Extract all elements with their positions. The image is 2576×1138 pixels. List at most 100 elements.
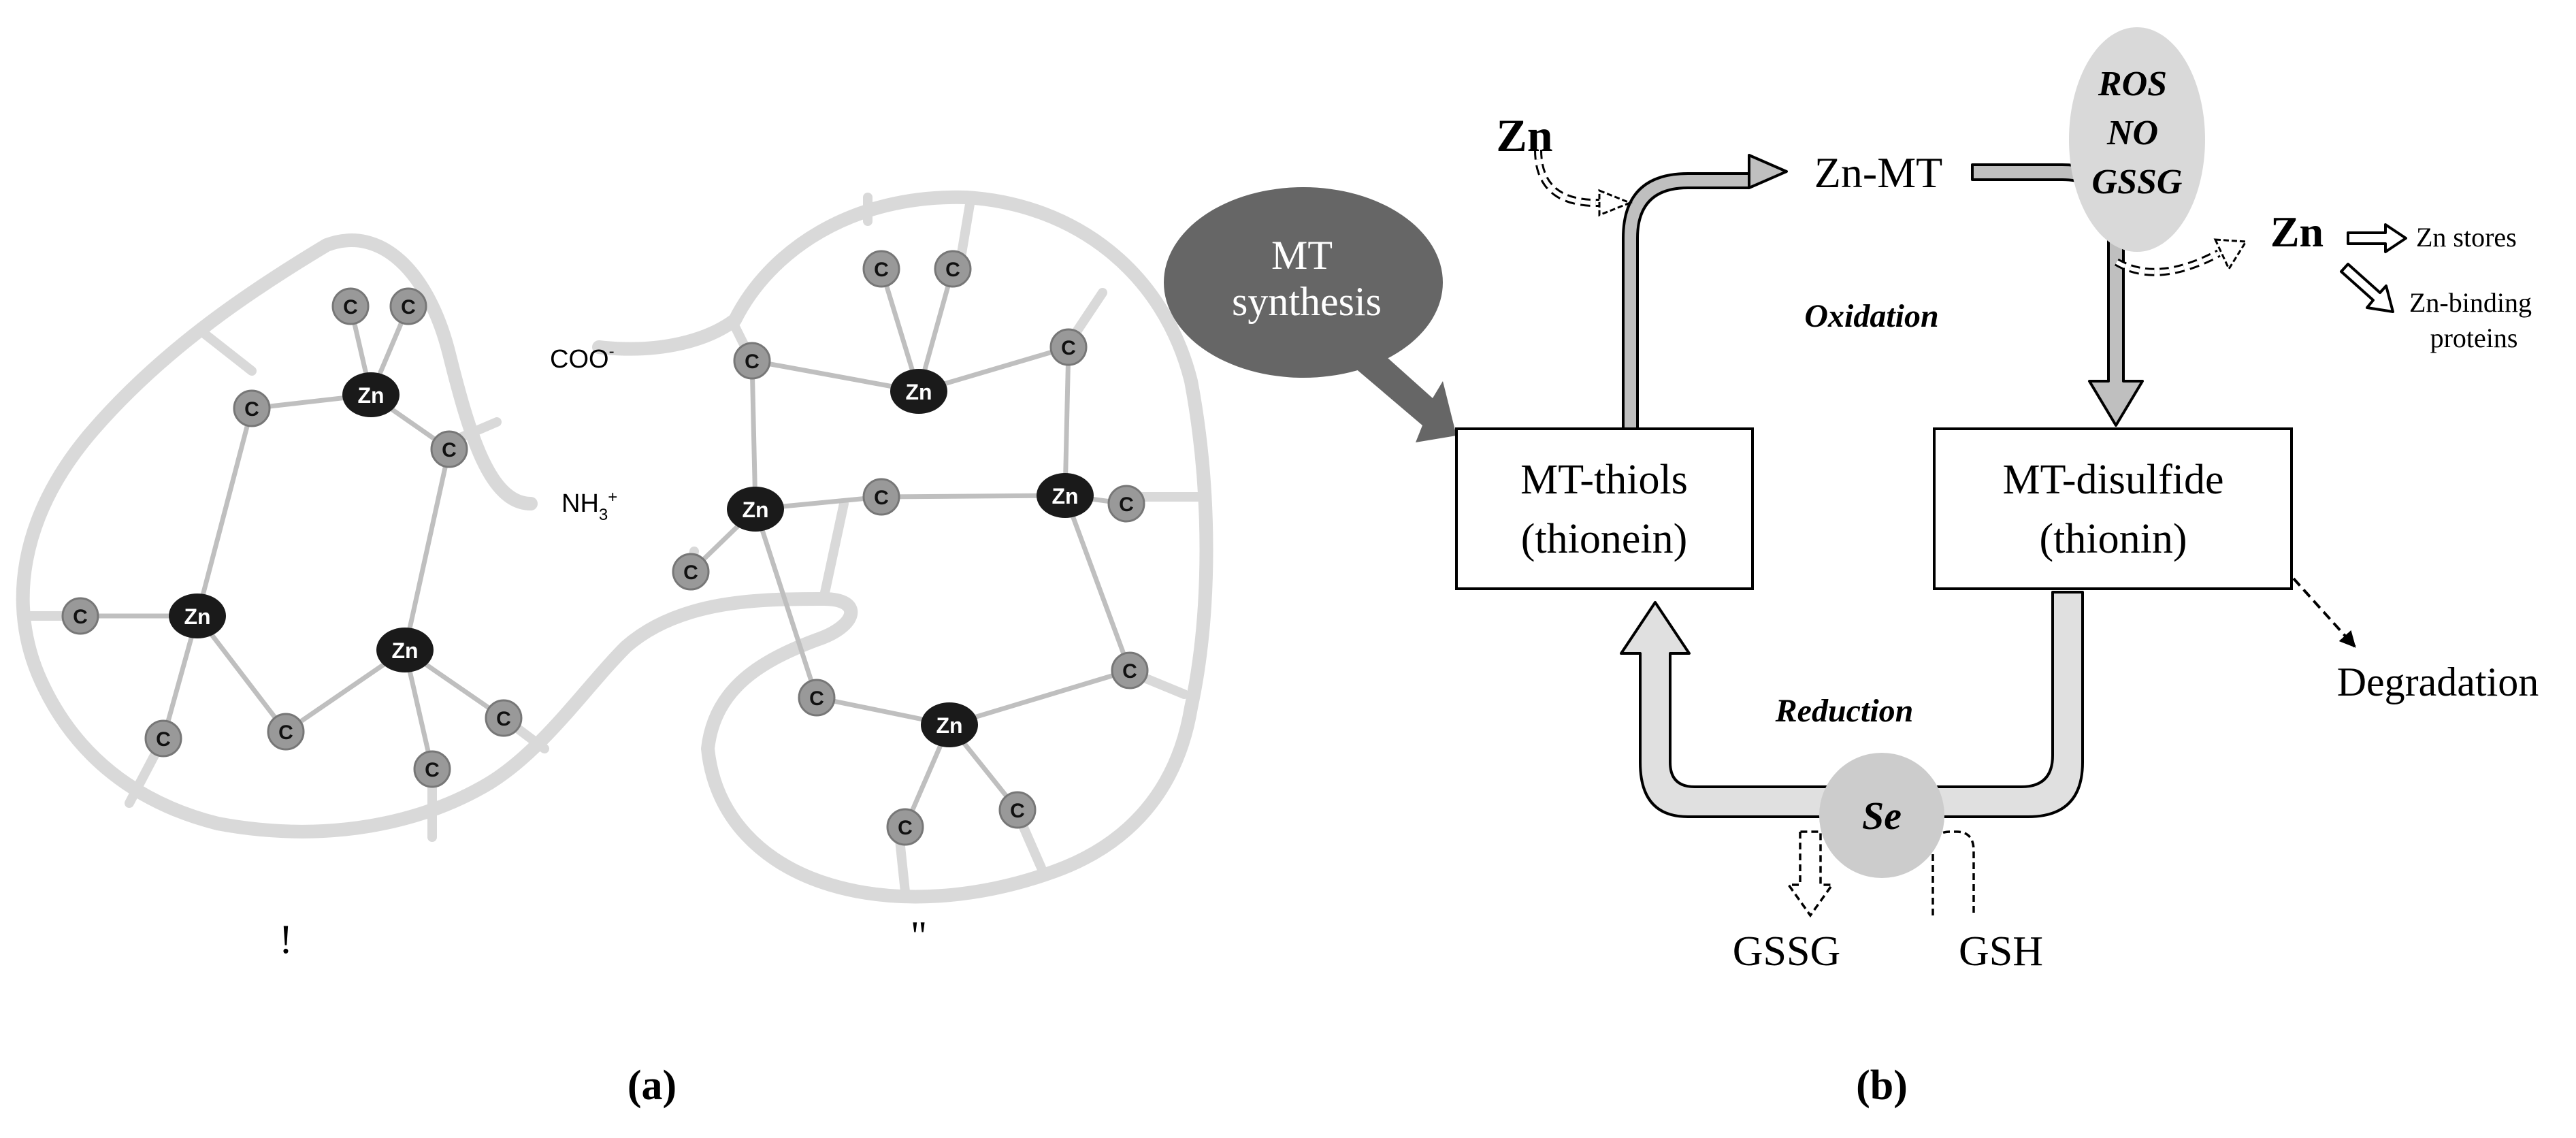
zinc-ion: Zn bbox=[1037, 473, 1094, 518]
cysteine: C bbox=[672, 553, 710, 591]
cysteine: C bbox=[886, 808, 924, 846]
reduction-arrow bbox=[1620, 591, 2084, 818]
beta-spokes bbox=[730, 193, 1203, 896]
zinc-ion: Zn bbox=[342, 372, 400, 417]
cysteine: C bbox=[430, 430, 468, 468]
cysteine-label: C bbox=[425, 759, 440, 781]
beta-domain-label: " bbox=[911, 913, 928, 958]
oxidation-label: Oxidation bbox=[1804, 298, 1938, 334]
cysteine-label: C bbox=[745, 351, 760, 373]
cysteine-label: C bbox=[156, 728, 171, 751]
cysteine-label: C bbox=[874, 259, 889, 281]
mt-synthesis-ellipse bbox=[1164, 187, 1443, 378]
cysteine: C bbox=[1111, 651, 1149, 689]
svg-text:Zn: Zn bbox=[936, 713, 962, 738]
selenium-circle bbox=[1819, 753, 1944, 878]
mt-synthesis-label: MT synthesis bbox=[1232, 233, 1382, 324]
cysteine-label: C bbox=[442, 439, 457, 461]
cysteine: C bbox=[733, 342, 771, 380]
gssg-label: GSSG bbox=[1733, 928, 1841, 975]
cysteine: C bbox=[485, 699, 523, 737]
cysteine: C bbox=[61, 597, 99, 635]
mt-disulfide-box: MT-disulfide (thionin) bbox=[1933, 427, 2293, 590]
oxidation-arrow-up bbox=[1622, 154, 1788, 444]
cysteine-label: C bbox=[244, 398, 259, 421]
cooh-terminus-label: COO- bbox=[550, 342, 615, 374]
panel-b-caption: (b) bbox=[1856, 1062, 1908, 1109]
cysteine-group: C C C C C C C C C C C C C C C C C C C C bbox=[61, 250, 1149, 846]
cysteine-label: C bbox=[1122, 660, 1137, 683]
alpha-domain-backbone bbox=[16, 190, 1213, 904]
zn-binding-arrow bbox=[2340, 263, 2394, 313]
cysteine-label: C bbox=[898, 817, 913, 839]
svg-text:(thionin): (thionin) bbox=[2040, 516, 2187, 562]
panel-a-caption: (a) bbox=[627, 1062, 676, 1109]
zn-released-label: Zn bbox=[2270, 208, 2324, 256]
svg-text:(thionein): (thionein) bbox=[1521, 516, 1688, 562]
ros-no-gssg-labels: ROS NO GSSG bbox=[2092, 65, 2183, 201]
zn-release-arrowhead bbox=[2213, 238, 2248, 272]
cysteine: C bbox=[998, 791, 1037, 829]
panel-a: C C C C C C C C C C C C C C C C C C C C … bbox=[16, 190, 1213, 1109]
zn-uptake-arrowhead bbox=[1598, 189, 1633, 217]
panel-b: ROS NO GSSG MT synthesis MT-thiols (thio… bbox=[1164, 27, 2539, 1109]
zinc-ion: Zn bbox=[890, 369, 947, 414]
cysteine: C bbox=[862, 250, 900, 288]
cysteine-label: C bbox=[1119, 493, 1134, 516]
zinc-ion: Zn bbox=[376, 628, 434, 672]
cysteine: C bbox=[862, 478, 900, 516]
svg-text:Zn: Zn bbox=[391, 638, 418, 663]
cysteine-label: C bbox=[945, 259, 960, 281]
cysteine-label: C bbox=[73, 606, 88, 628]
cysteine: C bbox=[798, 679, 836, 717]
svg-text:Zn: Zn bbox=[905, 380, 932, 404]
zn-release-dashed-arrow bbox=[2115, 251, 2220, 274]
zn-stores-label: Zn stores bbox=[2416, 222, 2517, 253]
mt-thiols-box: MT-thiols (thionein) bbox=[1455, 427, 1754, 590]
svg-text:Zn: Zn bbox=[742, 498, 768, 522]
cysteine: C bbox=[1107, 485, 1145, 523]
svg-text:Zn: Zn bbox=[184, 604, 210, 629]
cysteine-label: C bbox=[1061, 337, 1076, 359]
mt-synthesis-arrow bbox=[1354, 340, 1456, 442]
ros-no-gssg-ellipse bbox=[2069, 27, 2205, 252]
gsh-label: GSH bbox=[1959, 928, 2043, 975]
cysteine: C bbox=[144, 719, 182, 758]
zinc-ion: Zn bbox=[921, 702, 978, 747]
svg-text:Zn: Zn bbox=[1051, 484, 1078, 508]
cysteine-label: C bbox=[278, 721, 293, 744]
svg-text:Zn: Zn bbox=[357, 383, 384, 408]
cysteine-label: C bbox=[683, 562, 698, 584]
cysteine: C bbox=[1049, 328, 1088, 366]
cysteine: C bbox=[233, 389, 271, 427]
cysteine-label: C bbox=[1010, 800, 1025, 822]
zn-input-label: Zn bbox=[1496, 110, 1552, 161]
nh3-terminus-label: NH3+ bbox=[561, 488, 617, 524]
svg-text:MT-disulfide: MT-disulfide bbox=[2003, 457, 2224, 503]
cysteine: C bbox=[413, 750, 451, 788]
gsh-dashed-input bbox=[1931, 830, 1975, 915]
cysteine-label: C bbox=[809, 687, 824, 710]
cysteine: C bbox=[934, 250, 972, 288]
cysteine: C bbox=[389, 287, 427, 325]
cysteine-label: C bbox=[401, 296, 416, 319]
alpha-domain-label: ! bbox=[279, 917, 293, 962]
cysteine-label: C bbox=[496, 708, 511, 730]
zn-binding-proteins-label: Zn-binding proteins bbox=[2409, 287, 2539, 353]
cysteine-label: C bbox=[343, 296, 358, 319]
cysteine: C bbox=[331, 287, 370, 325]
zinc-ion: Zn bbox=[727, 487, 784, 532]
zinc-group: Zn Zn Zn Zn Zn Zn Zn bbox=[169, 369, 1094, 747]
degradation-arrow bbox=[2292, 577, 2356, 648]
degradation-label: Degradation bbox=[2337, 660, 2539, 704]
reduction-label: Reduction bbox=[1775, 693, 1914, 729]
zn-stores-arrow bbox=[2347, 223, 2407, 253]
svg-text:MT-thiols: MT-thiols bbox=[1520, 457, 1688, 503]
selenium-label: Se bbox=[1862, 794, 1902, 838]
cysteine: C bbox=[267, 713, 305, 751]
gssg-dashed-arrow bbox=[1786, 830, 1835, 918]
cysteine-label: C bbox=[874, 487, 889, 509]
zn-mt-label: Zn-MT bbox=[1814, 148, 1942, 197]
zinc-ion: Zn bbox=[169, 594, 226, 638]
